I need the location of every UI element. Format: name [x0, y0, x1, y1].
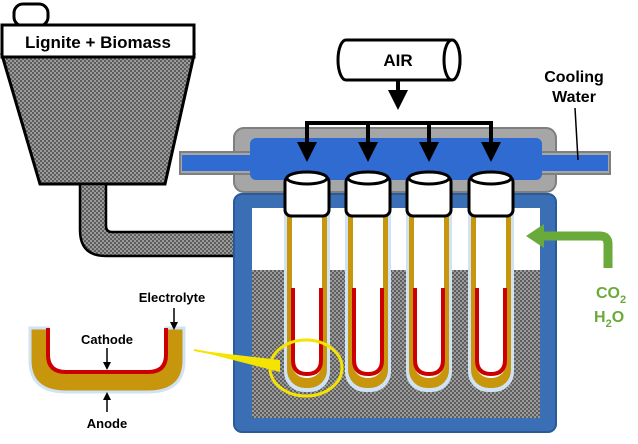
tube-3-cap-top: [407, 170, 451, 186]
hopper-cap: [12, 2, 50, 28]
cooling-label-line2: Water: [552, 89, 596, 106]
tube-1-bore: [292, 186, 322, 378]
tube-4-cap-top: [469, 170, 513, 186]
hopper-label: Lignite + Biomass: [25, 33, 171, 52]
co2-arrowhead: [526, 224, 544, 248]
co2-flow-arrow: [540, 231, 613, 268]
air-supply: [297, 38, 501, 162]
h2o-label: H2O: [594, 309, 624, 330]
cooling-label-line1: Cooling: [544, 69, 604, 86]
tube-3-bore: [414, 186, 444, 378]
tube-2-cap-top: [346, 170, 390, 186]
hopper-funnel: [0, 53, 196, 186]
co2-label: CO2: [596, 285, 626, 306]
electrolyte-label: Electrolyte: [139, 290, 205, 305]
callout-circle: [268, 338, 344, 398]
fuel-cell-tubes: [283, 170, 515, 392]
anode-label: Anode: [87, 416, 127, 431]
tube-2-bore: [353, 186, 383, 378]
detail-cathode-layer: [46, 328, 168, 374]
tube-2-cathode: [352, 288, 384, 377]
tube-cross-section-detail: [28, 308, 186, 412]
hopper-label-box: [0, 23, 196, 59]
tube-3-cathode: [413, 288, 445, 377]
tube-1-cap-top: [285, 170, 329, 186]
cooling-jacket: [179, 127, 611, 193]
cooling-water-chamber: [250, 138, 542, 180]
tube-1-cathode: [291, 288, 323, 377]
cathode-label: Cathode: [81, 332, 133, 347]
air-cylinder-end: [442, 38, 462, 82]
air-label: AIR: [383, 51, 412, 70]
callout-wedge: [194, 350, 280, 372]
tube-4-bore: [476, 186, 506, 378]
cooling-pointer: [574, 107, 579, 161]
tube-4-cathode: [475, 288, 507, 377]
